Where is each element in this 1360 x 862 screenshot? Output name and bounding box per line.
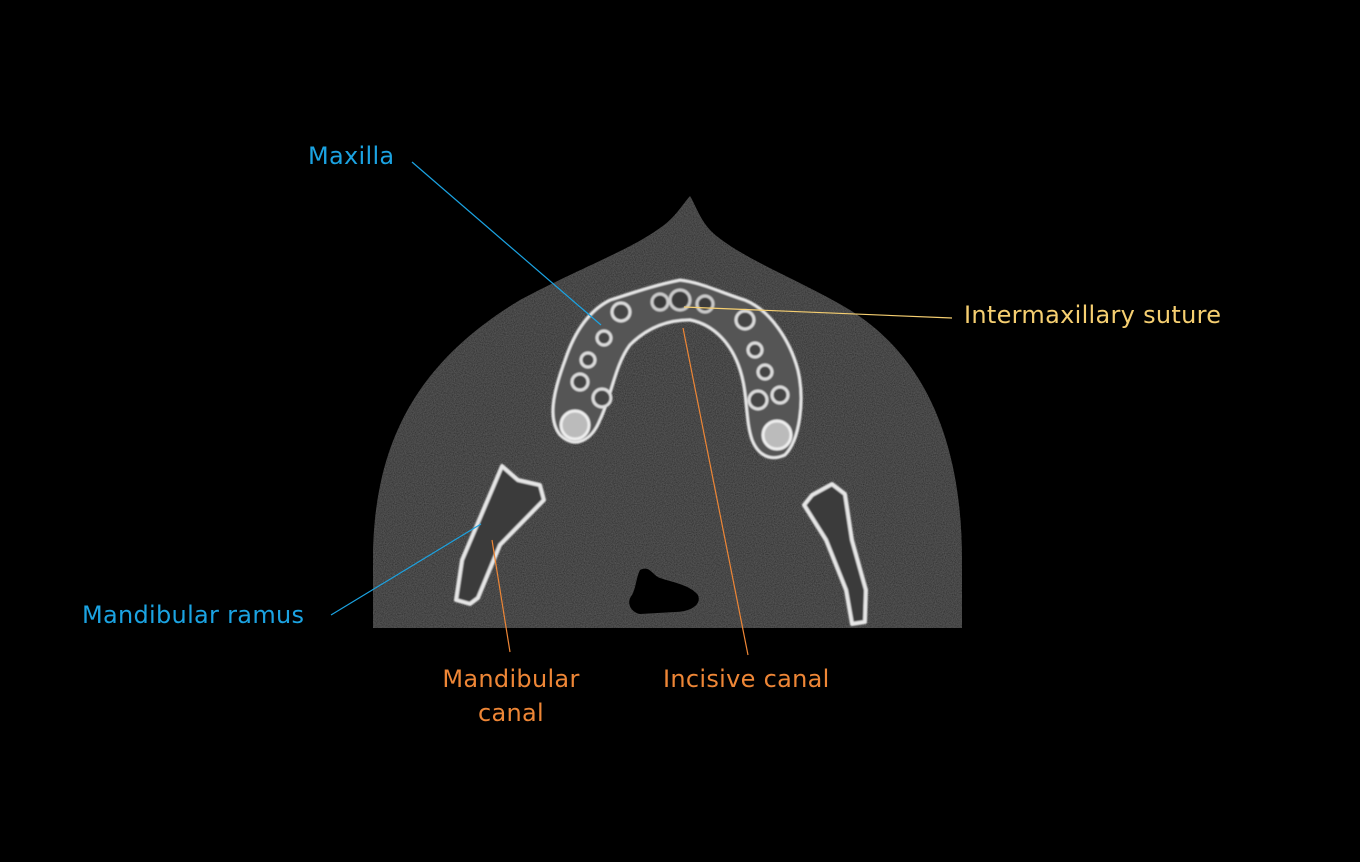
intermaxillary-suture-leader (683, 306, 953, 319)
leader-lines (330, 161, 953, 656)
label-mandibular-ramus: Mandibular ramus (82, 601, 305, 629)
mandibular-canal-leader (491, 539, 511, 653)
maxillary-arch (551, 278, 803, 460)
incisive-canal-leader (682, 327, 749, 656)
label-mandibular-canal-line1: Mandibular (442, 665, 580, 693)
mandibular-rami (454, 464, 868, 626)
label-mandibular-canal-line2: canal (478, 699, 544, 727)
label-incisive-canal: Incisive canal (663, 665, 830, 693)
label-maxilla: Maxilla (308, 142, 395, 170)
label-intermaxillary-suture: Intermaxillary suture (964, 301, 1222, 329)
label-mandibular-canal: Mandibular canal (430, 662, 592, 730)
maxilla-leader (411, 161, 602, 326)
mandibular-ramus-leader (330, 523, 482, 616)
